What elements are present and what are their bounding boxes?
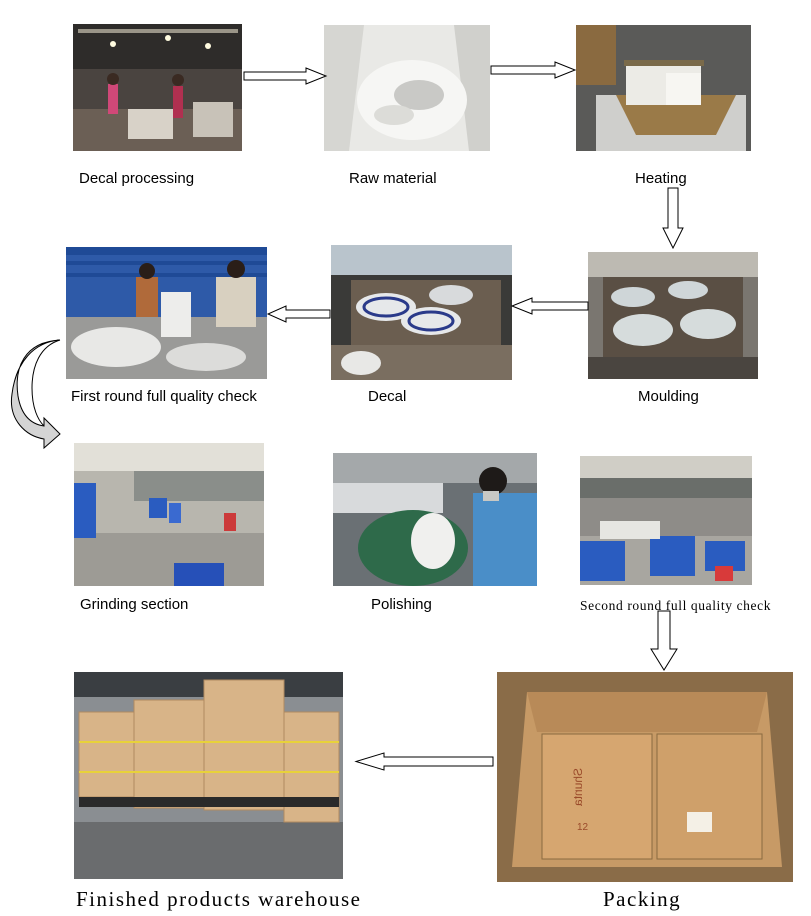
step-label: Heating (635, 170, 687, 187)
arrow-right-icon (490, 61, 577, 79)
crates-hall-icon (580, 456, 752, 585)
first-quality-check-photo (66, 247, 267, 379)
step-label: Raw material (349, 170, 437, 187)
carton-box-icon (497, 672, 793, 882)
step-label: Packing (603, 887, 682, 911)
decal-plate-icon (331, 245, 512, 380)
workers-checking-icon (66, 247, 267, 379)
step-label: Decal (368, 388, 407, 405)
powder-bag-icon (324, 25, 490, 151)
box-brand-text: Shunta (571, 767, 586, 807)
moulding-photo (588, 252, 758, 379)
heating-block-icon (576, 25, 751, 151)
polishing-machine-icon (333, 453, 537, 586)
step-label: First round full quality check (71, 388, 257, 405)
arrow-left-icon (354, 752, 494, 771)
grinding-hall-icon (74, 443, 264, 586)
decal-processing-photo (73, 24, 242, 151)
step-label: Finished products warehouse (76, 887, 362, 911)
arrow-right-icon (243, 67, 328, 85)
step-label: Polishing (371, 596, 432, 613)
polishing-photo (333, 453, 537, 586)
box-count-text: 12 (577, 822, 589, 833)
step-label: Grinding section (80, 596, 189, 613)
curved-arrow-icon (10, 338, 62, 450)
grinding-section-photo (74, 443, 264, 586)
arrow-left-icon (510, 297, 589, 315)
finished-products-warehouse-photo (74, 672, 343, 879)
arrow-left-icon (266, 305, 331, 323)
raw-material-photo (324, 25, 490, 151)
factory-floor-icon (73, 24, 242, 151)
arrow-down-icon (650, 610, 678, 671)
mould-icon (588, 252, 758, 379)
packing-photo: Shunta 12 (497, 672, 793, 882)
heating-photo (576, 25, 751, 151)
stacked-boxes-icon (74, 672, 343, 879)
step-label: Moulding (638, 388, 699, 405)
decal-photo (331, 245, 512, 380)
step-label: Second round full quality check (580, 598, 772, 613)
step-label: Decal processing (79, 170, 195, 187)
second-quality-check-photo (580, 456, 752, 585)
arrow-down-icon (662, 187, 684, 250)
